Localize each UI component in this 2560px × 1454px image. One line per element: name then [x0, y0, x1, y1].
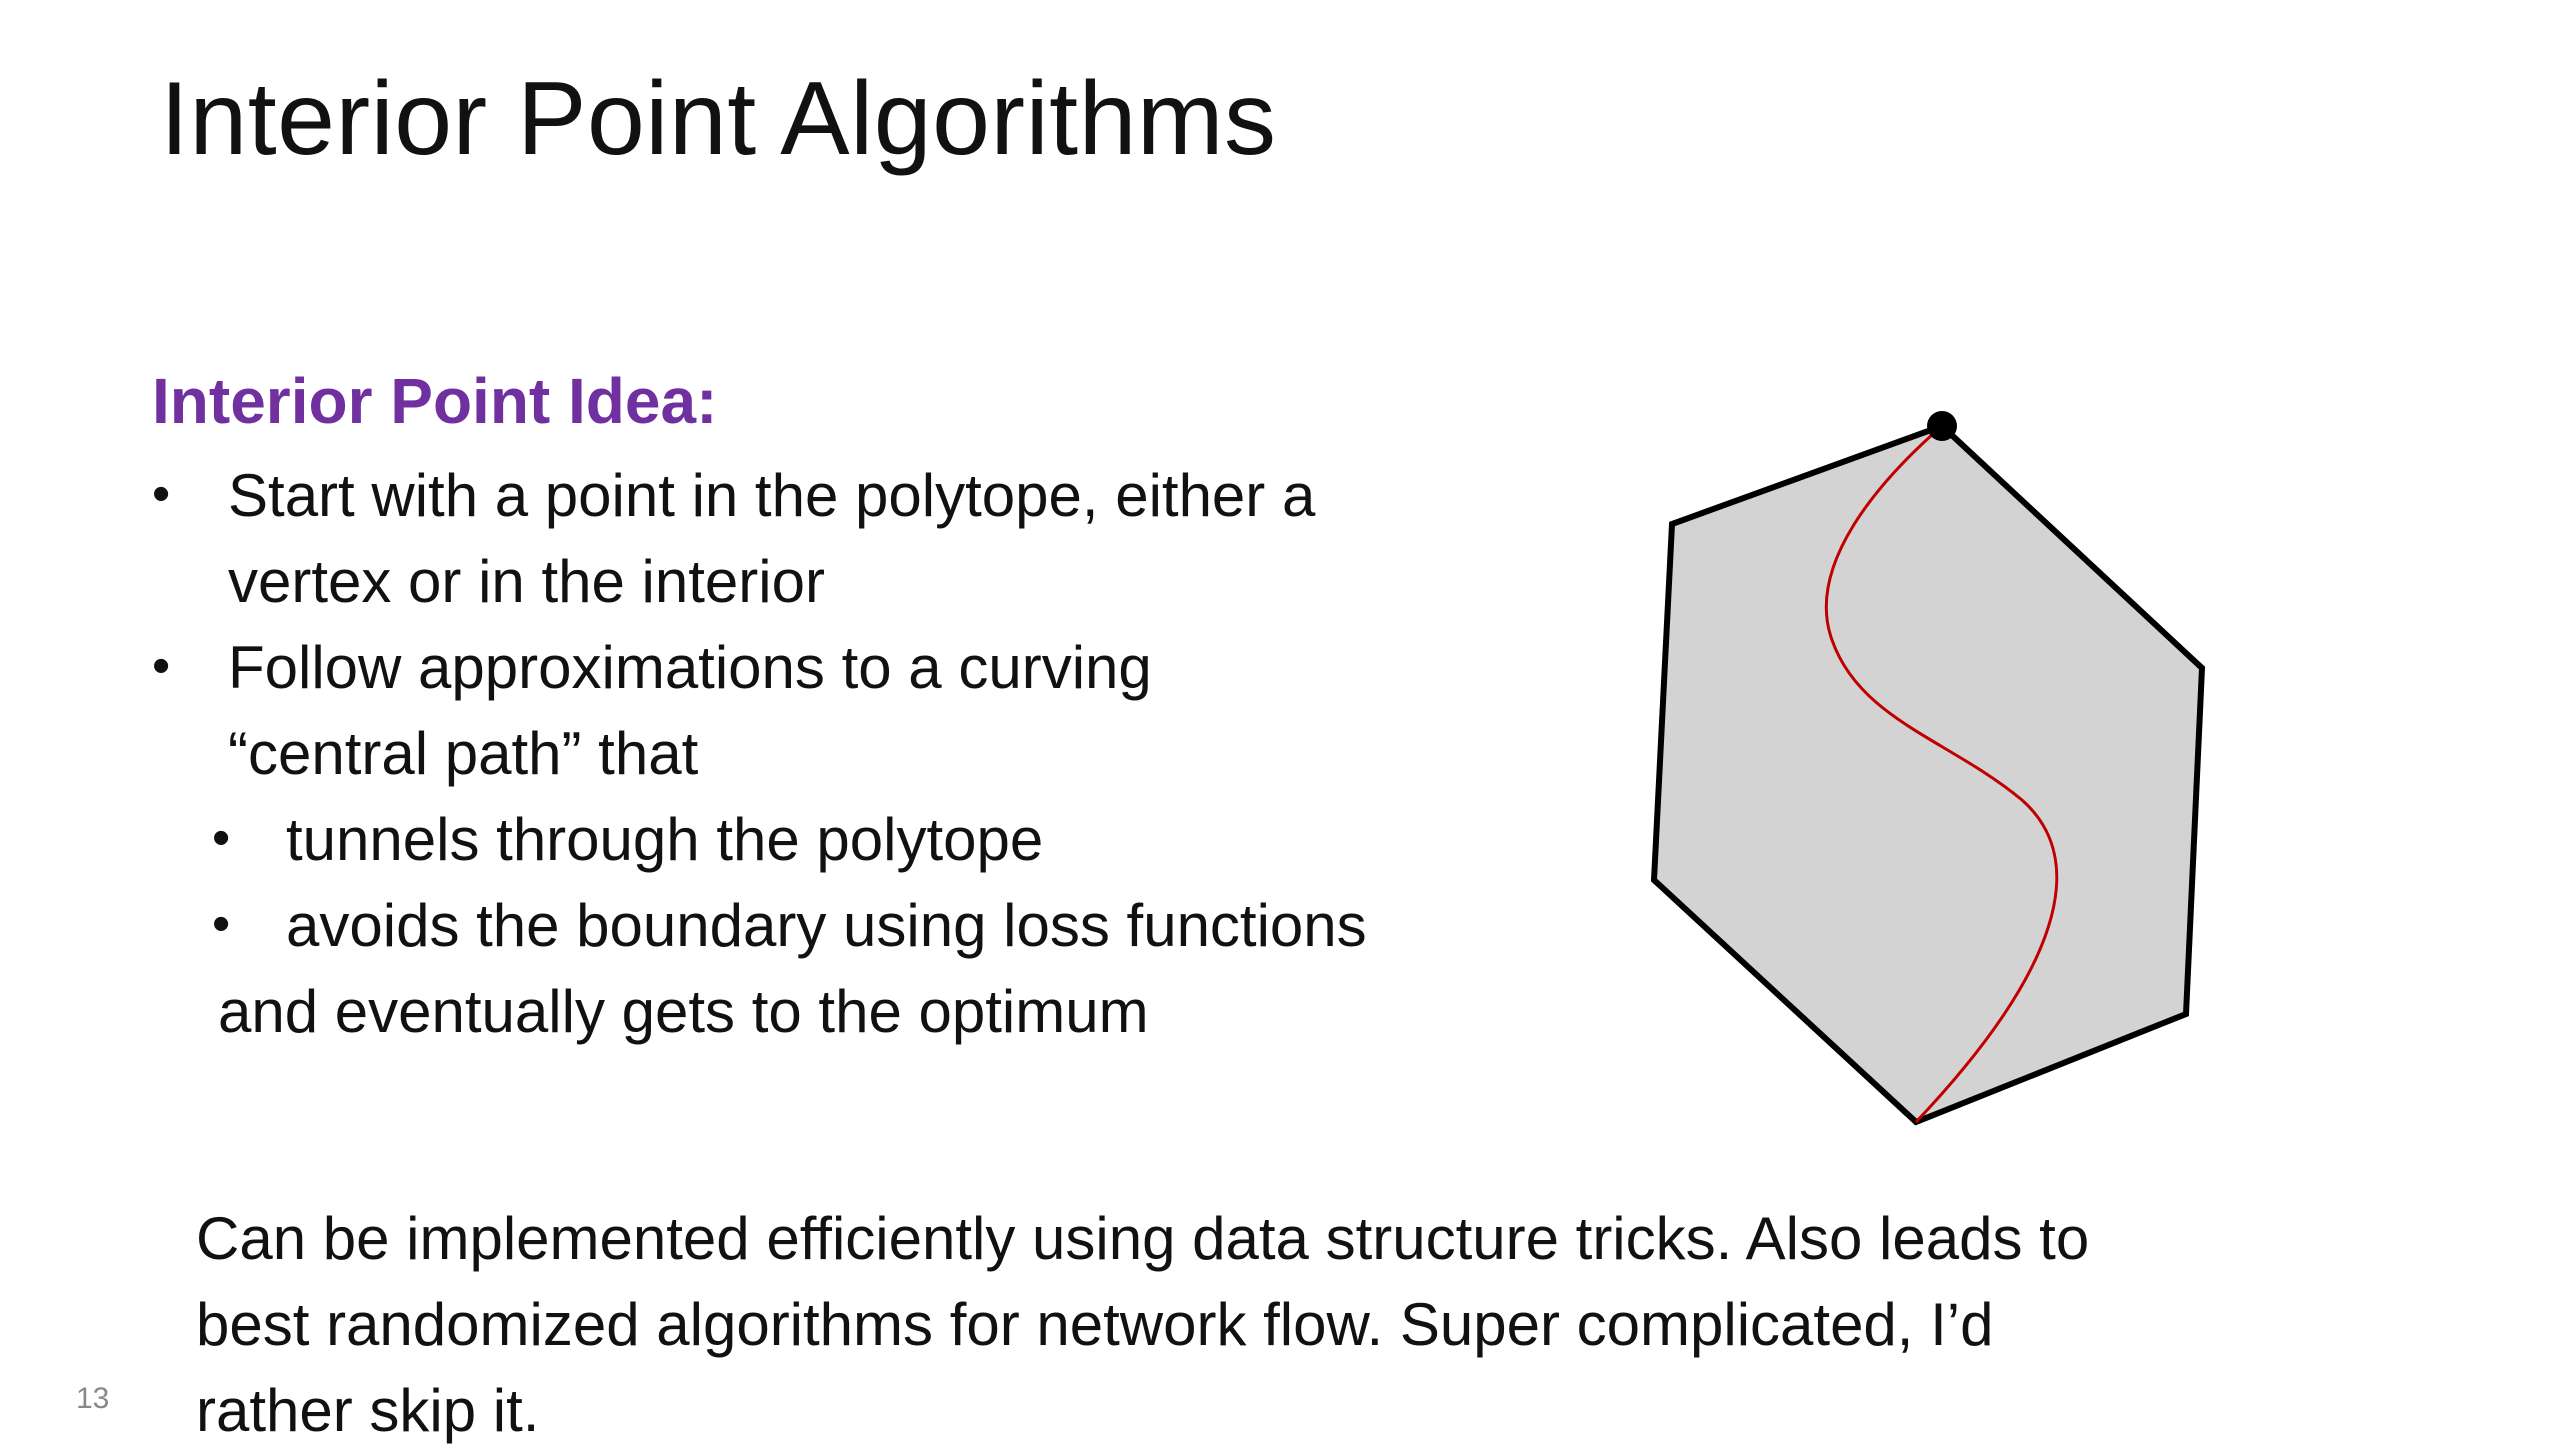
- bullet-dot-icon: •: [152, 637, 171, 695]
- bullet-1-line-1: Start with a point in the polytope, eith…: [228, 462, 1316, 529]
- page-number: 13: [76, 1382, 110, 1415]
- bullet-dot-icon: •: [212, 895, 231, 953]
- bullet-list: • Start with a point in the polytope, ei…: [0, 0, 1560, 1100]
- footer-line-1: Can be implemented efficiently using dat…: [196, 1205, 2090, 1272]
- bullet-2-line-1: Follow approximations to a curving: [228, 634, 1152, 701]
- bullet-dot-icon: •: [152, 465, 171, 523]
- sub-bullet-2: avoids the boundary using loss functions: [286, 892, 1367, 959]
- slide-title: Interior Point Algorithms: [160, 61, 1277, 177]
- bullet-dot-icon: •: [212, 809, 231, 867]
- polytope-shape: [1650, 422, 2206, 1126]
- footer-line-3: rather skip it.: [196, 1377, 540, 1444]
- central-path-curve: [1825, 424, 2059, 1124]
- bullet-1-line-2: vertex or in the interior: [228, 548, 825, 615]
- footer-paragraph: Can be implemented efficiently using dat…: [196, 1196, 2446, 1454]
- polytope-diagram: [1650, 411, 2206, 1126]
- idea-heading: Interior Point Idea:: [152, 365, 718, 437]
- optimum-vertex-dot-icon: [1927, 411, 1957, 441]
- bullet-2-line-2: “central path” that: [228, 720, 699, 787]
- footer-line-2: best randomized algorithms for network f…: [196, 1291, 1994, 1358]
- sub-bullet-1: tunnels through the polytope: [286, 806, 1044, 873]
- bullet-2-tail: and eventually gets to the optimum: [218, 978, 1149, 1045]
